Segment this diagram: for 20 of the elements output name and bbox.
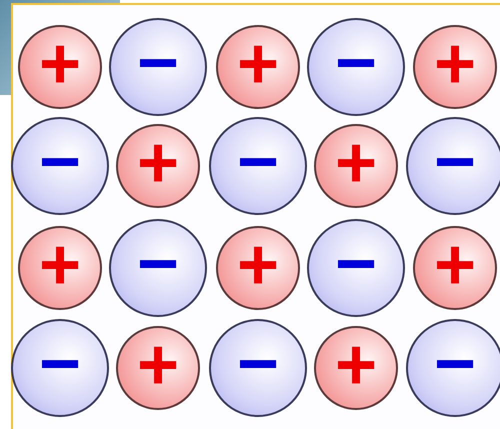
plus-sign: + — [334, 127, 378, 199]
minus-sign: − — [136, 228, 180, 300]
plus-sign: + — [334, 329, 378, 401]
minus-sign: − — [38, 328, 82, 400]
plus-sign: + — [38, 229, 82, 301]
minus-sign: − — [236, 126, 280, 198]
minus-sign: − — [434, 328, 476, 400]
plus-sign: + — [136, 127, 180, 199]
minus-sign: − — [38, 126, 82, 198]
plus-sign: + — [38, 28, 82, 100]
minus-sign: − — [334, 27, 378, 99]
plus-sign: + — [236, 229, 280, 301]
minus-sign: − — [136, 27, 180, 99]
plus-sign: + — [136, 329, 180, 401]
plus-sign: + — [236, 28, 280, 100]
minus-sign: − — [334, 228, 378, 300]
plus-sign: + — [434, 229, 476, 301]
plus-sign: + — [434, 28, 476, 100]
minus-sign: − — [236, 328, 280, 400]
minus-sign: − — [434, 126, 476, 198]
